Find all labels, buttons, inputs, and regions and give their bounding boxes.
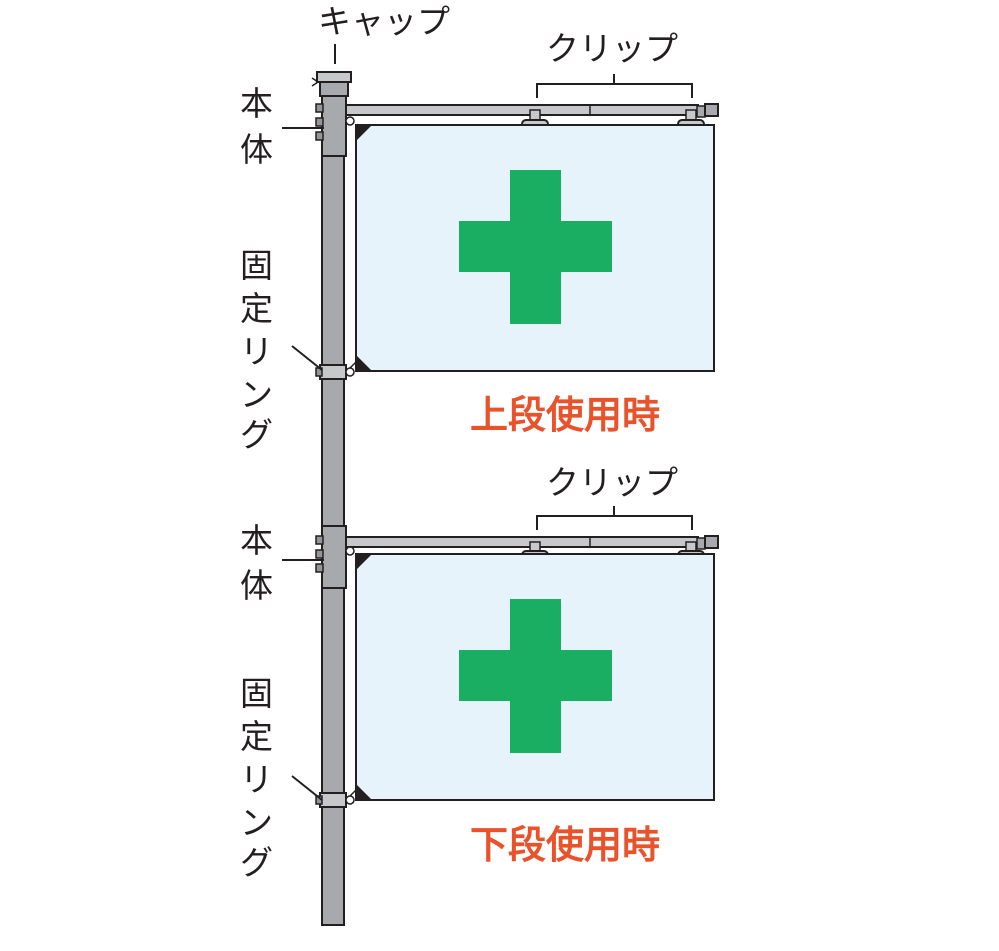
upper-ring-leader [291,345,323,371]
upper-ring-label-char-2: 定 [240,289,273,328]
lower-body-label-char-2: 体 [240,566,273,605]
upper-fixing-ring [315,361,357,380]
upper-arm [345,103,719,118]
upper-flag [355,124,715,372]
upper-usage-caption: 上段使用時 [470,393,660,437]
lower-ring-label-char-1: 固 [240,674,273,713]
lower-fixing-ring [315,789,357,808]
lower-ring-leader [291,775,323,801]
lower-body [315,525,347,589]
lower-ring-label-char-5: グ [240,843,273,882]
upper-clip-bracket [536,74,693,98]
lower-flag [355,553,715,801]
lower-arm [345,535,719,550]
upper-ring-label-char-5: グ [240,415,273,454]
lower-body-label-char-1: 本 [240,521,273,560]
cap [311,71,352,97]
green-cross-icon [459,599,612,753]
upper-body-label-char-1: 本 [240,84,273,123]
lower-clip-bracket [536,506,693,530]
upper-ring-label-char-4: ン [240,375,273,414]
lower-clip-label: クリップ [546,463,678,502]
cap-label: キャップ [318,2,450,41]
lower-ring-label-char-4: ン [240,803,273,842]
upper-clip-label: クリップ [546,29,678,68]
lower-ring-label-char-2: 定 [240,717,273,756]
upper-ring-label-char-1: 固 [240,246,273,285]
lower-ring-label-char-3: リ [240,760,273,799]
upper-body [315,95,347,157]
lower-usage-caption: 下段使用時 [470,823,660,867]
upper-body-label-char-2: 体 [240,130,273,169]
green-cross-icon [459,170,612,324]
upper-ring-label-char-3: リ [240,332,273,371]
